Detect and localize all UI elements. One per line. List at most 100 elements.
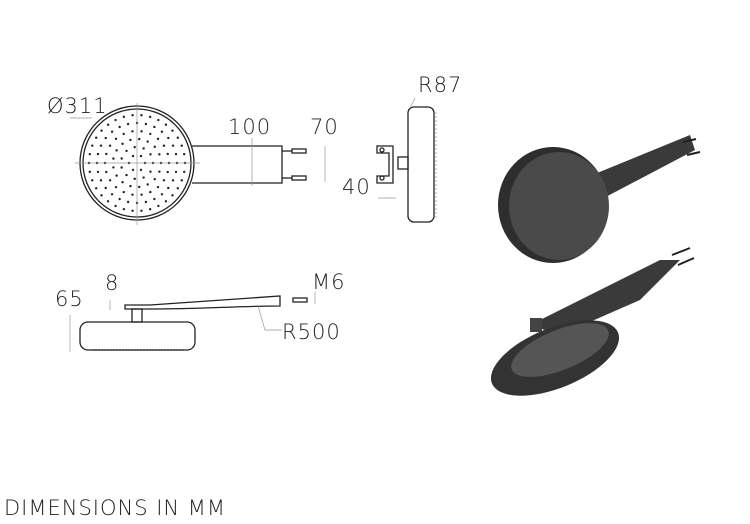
drawing-line [677,257,695,266]
nozzle-hole [88,152,92,156]
arm-radius-label: R500 [282,320,341,344]
nozzle-hole [133,145,136,149]
nozzle-hole [122,207,126,211]
nozzle-hole [153,145,156,149]
nozzle-hole [106,200,110,203]
nozzle-hole [182,170,186,174]
nozzle-hole [114,204,117,208]
nozzle-hole [118,197,121,201]
nozzle-hole [171,179,175,182]
nozzle-hole [126,200,130,204]
nozzle-hole [182,152,186,156]
nozzle-hole [140,193,143,196]
drawing-line [530,318,542,332]
arm-length-label: 100 [228,115,271,139]
diameter-label: Ø311 [47,94,108,118]
nozzle-hole [129,184,132,188]
nozzle-hole [158,153,161,156]
nozzle-hole [162,179,166,182]
nozzle-hole [131,114,134,117]
nozzle-hole [139,168,143,172]
nozzle-hole [160,193,164,196]
nozzle-hole [110,130,114,133]
drawing-line [530,260,680,335]
nozzle-hole [171,129,174,132]
elevation-connector [131,308,143,323]
nozzle-hole [115,174,118,177]
drawing-line [292,297,308,303]
render-front [498,135,701,263]
drawing-line [671,247,691,256]
nozzle-hole [122,132,125,136]
nozzle-hole [114,118,117,122]
drawing-line [379,175,385,181]
pin-spacing-label: 70 [310,115,339,139]
swivel-joint [397,156,409,170]
nozzle-hole [144,122,148,126]
nozzle-hole [131,154,135,158]
nozzle-hole [112,157,115,160]
side-disc [407,106,435,223]
nozzle-hole [94,187,98,190]
nozzle-hole [153,177,156,181]
nozzle-hole [149,190,152,194]
nozzle-hole [106,123,110,126]
nozzle-hole [129,138,132,142]
nozzle-hole [104,186,107,190]
drawing-line [257,305,282,331]
nozzle-hole [146,183,149,186]
nozzle-hole [149,170,152,173]
nozzle-hole [167,186,170,190]
nozzle-hole [121,142,124,146]
drawing-line [379,147,385,153]
nozzle-hole [105,170,108,174]
pin-bottom [291,175,307,181]
elevation-view: 65 8 M6 R500 [55,270,344,352]
nozzle-hole [156,137,160,141]
mounting-bracket [376,145,394,184]
nozzle-hole [149,153,152,156]
nozzle-hole [112,166,115,169]
nozzle-hole [140,209,143,212]
nozzle-hole [114,185,118,189]
nozzle-hole [174,170,178,174]
nozzle-hole [157,204,160,208]
nozzle-hole [164,200,168,203]
nozzle-hole [167,136,170,140]
plate-thickness-label: 8 [105,271,119,295]
elevation-disc [79,321,196,351]
drawing-line [686,151,701,156]
drawing-line [580,135,695,200]
side-radius-label: R87 [418,73,462,97]
nozzle-hole [148,207,152,211]
nozzle-hole [100,194,103,197]
nozzle-hole [180,144,183,147]
nozzle-hole [99,144,103,147]
nozzle-hole [153,125,156,129]
nozzle-hole [149,132,152,136]
nozzle-hole [121,180,124,184]
nozzle-hole [126,122,130,126]
nozzle-hole [176,136,180,139]
nozzle-hole [96,170,100,174]
nozzle-hole [125,173,128,177]
nozzle-hole [91,144,94,147]
side-view: R87 40 [342,73,462,223]
nozzle-hole [110,193,114,196]
nozzle-hole [131,168,135,172]
nozzle-hole [120,157,123,160]
nozzle-hole [174,152,178,156]
nozzle-hole [164,123,168,126]
nozzle-hole [176,187,180,190]
nozzle-hole [94,136,98,139]
nozzle-hole [140,114,143,117]
nozzle-hole [162,144,166,147]
nozzle-hole [105,152,108,156]
nozzle-hole [156,185,160,189]
nozzle-hole [133,177,136,181]
units-caption: DIMENSIONS IN MM [4,496,227,520]
render-perspective [490,247,695,396]
nozzle-hole [118,125,121,129]
drawing-line [409,97,416,109]
